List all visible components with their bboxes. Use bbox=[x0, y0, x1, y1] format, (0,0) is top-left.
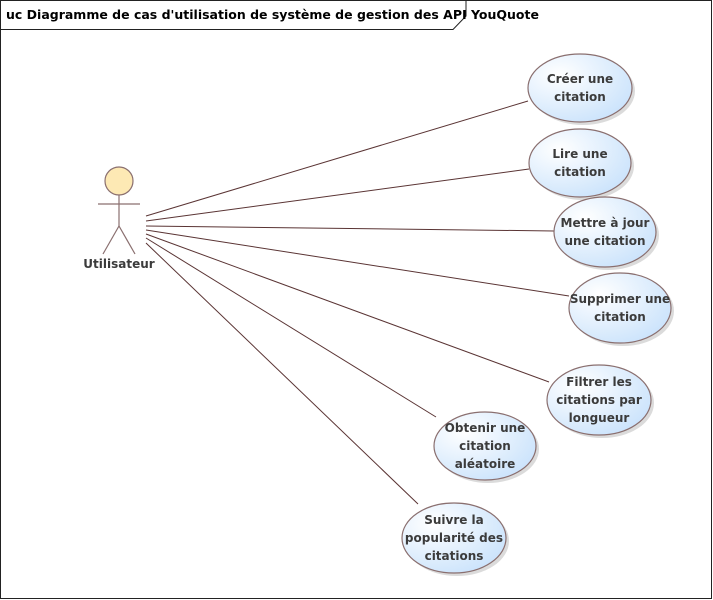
use-case-label-line: une citation bbox=[564, 234, 645, 248]
association-uc-read bbox=[145, 168, 530, 222]
use-case-filter[interactable]: Filtrer les citations par longueur bbox=[546, 364, 654, 438]
use-case-label-line: Suivre la bbox=[424, 513, 484, 527]
use-case-ellipse bbox=[553, 196, 657, 268]
association-uc-update bbox=[145, 225, 555, 232]
use-case-ellipse bbox=[568, 272, 672, 344]
actor-left-leg bbox=[102, 225, 120, 255]
use-case-label-line: citations par bbox=[556, 393, 642, 407]
use-case-ellipse bbox=[528, 128, 632, 198]
use-case-label-line: Filtrer les bbox=[566, 375, 632, 389]
association-uc-popularity bbox=[145, 242, 419, 505]
use-case-delete[interactable]: Supprimer une citation bbox=[568, 272, 674, 346]
use-case-label-line: citation bbox=[554, 165, 606, 179]
use-case-random[interactable]: Obtenir une citation aléatoire bbox=[433, 411, 539, 483]
actor-head bbox=[104, 166, 134, 196]
use-case-ellipse bbox=[401, 502, 507, 574]
frame-title-tab bbox=[0, 0, 467, 30]
use-case-update[interactable]: Mettre à jour une citation bbox=[553, 196, 659, 270]
use-case-ellipse bbox=[546, 364, 652, 436]
use-case-label-line: Supprimer une bbox=[570, 292, 670, 306]
use-case-create[interactable]: Créer une citation bbox=[527, 53, 635, 125]
associations bbox=[145, 100, 570, 505]
association-uc-create bbox=[145, 100, 529, 217]
use-case-ellipse bbox=[527, 53, 633, 123]
use-case-label-line: citation bbox=[594, 310, 646, 324]
association-uc-random bbox=[145, 237, 437, 418]
use-case-label-line: citations bbox=[425, 549, 484, 563]
association-uc-delete bbox=[145, 229, 570, 297]
use-case-label-line: Créer une bbox=[547, 72, 613, 86]
use-case-label-line: aléatoire bbox=[455, 457, 516, 471]
association-uc-filter bbox=[145, 233, 550, 383]
use-case-label-line: Obtenir une bbox=[445, 421, 526, 435]
actor-right-leg bbox=[118, 225, 136, 255]
use-case-label-line: citation bbox=[554, 90, 606, 104]
diagram-title: uc Diagramme de cas d'utilisation de sys… bbox=[6, 7, 539, 22]
use-case-label-line: longueur bbox=[569, 411, 630, 425]
actor-utilisateur[interactable]: Utilisateur bbox=[83, 166, 155, 271]
use-case-ellipse bbox=[433, 411, 537, 481]
use-case-label-line: Mettre à jour bbox=[561, 216, 650, 230]
use-case-read[interactable]: Lire une citation bbox=[528, 128, 634, 200]
actor-name: Utilisateur bbox=[83, 257, 154, 271]
use-case-label-line: citation bbox=[459, 439, 511, 453]
use-case-popularity[interactable]: Suivre la popularité des citations bbox=[401, 502, 509, 576]
use-case-label-line: popularité des bbox=[405, 531, 503, 545]
use-case-label-line: Lire une bbox=[552, 147, 607, 161]
